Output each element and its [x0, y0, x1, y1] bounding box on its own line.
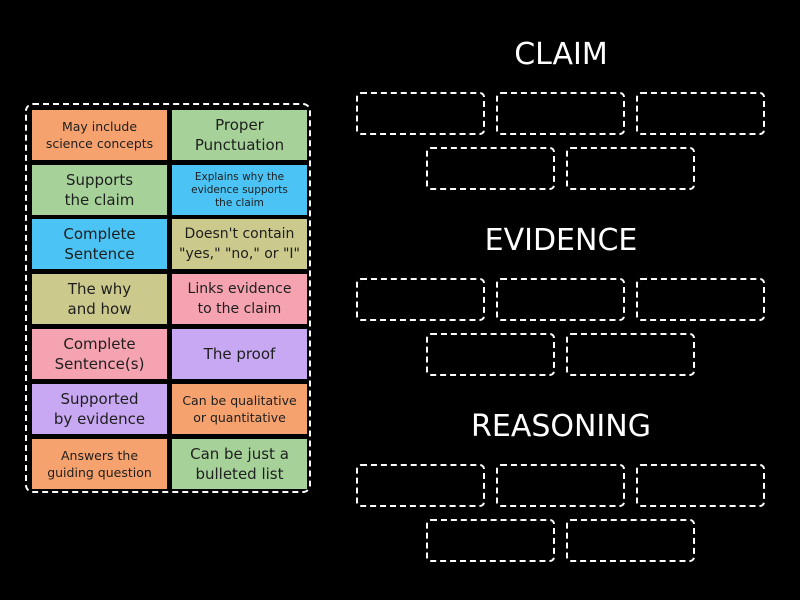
- drop-zone-reasoning-1[interactable]: [356, 464, 485, 507]
- drop-zone-claim-4[interactable]: [426, 147, 555, 190]
- group-heading-claim: CLAIM: [514, 37, 608, 72]
- group-heading-reasoning: REASONING: [471, 409, 651, 444]
- card-supports-the-claim[interactable]: Supports the claim: [32, 165, 167, 215]
- card-answers-guiding-question[interactable]: Answers the guiding question: [32, 439, 167, 489]
- drop-zone-claim-5[interactable]: [566, 147, 695, 190]
- drop-zone-claim-2[interactable]: [496, 92, 625, 135]
- card-pool[interactable]: May include science concepts Proper Punc…: [25, 103, 311, 493]
- card-supported-by-evidence[interactable]: Supported by evidence: [32, 384, 167, 434]
- group-heading-evidence: EVIDENCE: [484, 223, 638, 258]
- drop-zone-reasoning-5[interactable]: [566, 519, 695, 562]
- drop-zone-evidence-4[interactable]: [426, 333, 555, 376]
- drop-zone-reasoning-4[interactable]: [426, 519, 555, 562]
- card-complete-sentence[interactable]: Complete Sentence: [32, 219, 167, 269]
- card-may-include-science-concepts[interactable]: May include science concepts: [32, 110, 167, 160]
- drop-zone-evidence-3[interactable]: [636, 278, 765, 321]
- card-proper-punctuation[interactable]: Proper Punctuation: [172, 110, 307, 160]
- drop-zone-claim-1[interactable]: [356, 92, 485, 135]
- drop-zone-reasoning-2[interactable]: [496, 464, 625, 507]
- card-links-evidence-to-claim[interactable]: Links evidence to the claim: [172, 274, 307, 324]
- card-qualitative-or-quantitative[interactable]: Can be qualitative or quantitative: [172, 384, 307, 434]
- drop-zone-claim-3[interactable]: [636, 92, 765, 135]
- card-doesnt-contain-yes-no-i[interactable]: Doesn't contain "yes," "no," or "I": [172, 219, 307, 269]
- card-the-why-and-how[interactable]: The why and how: [32, 274, 167, 324]
- card-the-proof[interactable]: The proof: [172, 329, 307, 379]
- card-explains-why-evidence-supports[interactable]: Explains why the evidence supports the c…: [172, 165, 307, 215]
- card-bulleted-list[interactable]: Can be just a bulleted list: [172, 439, 307, 489]
- drop-zone-reasoning-3[interactable]: [636, 464, 765, 507]
- drop-zone-evidence-5[interactable]: [566, 333, 695, 376]
- drop-zone-evidence-2[interactable]: [496, 278, 625, 321]
- card-complete-sentences[interactable]: Complete Sentence(s): [32, 329, 167, 379]
- drop-zone-evidence-1[interactable]: [356, 278, 485, 321]
